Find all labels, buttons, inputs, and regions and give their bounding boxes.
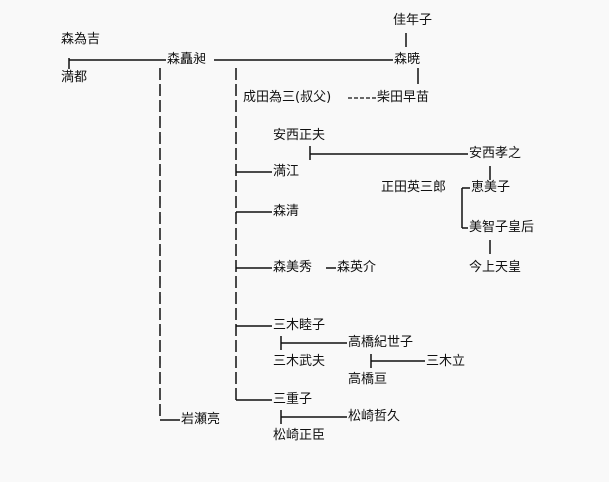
person-mori-akira: 森暁: [393, 52, 422, 68]
person-shibata-sanae: 柴田早苗: [376, 90, 431, 106]
person-kanetoshi: 佳年子: [392, 13, 434, 29]
person-takahashi-wataru: 高橋亘: [347, 372, 389, 388]
person-anzai-takayuki: 安西孝之: [468, 146, 523, 162]
person-miki-mutsuko: 三木睦子: [272, 318, 327, 334]
person-emiko: 恵美子: [470, 180, 512, 196]
person-mitsue: 満江: [272, 164, 301, 180]
person-naritada-tamezo: 成田為三(叔父): [242, 90, 333, 106]
person-mori-yoshihide: 森美秀: [272, 260, 314, 276]
person-shoda-hidesaburo: 正田英三郎: [380, 180, 448, 196]
person-anzai-masao: 安西正夫: [272, 128, 327, 144]
person-takahashi-kiyoko: 高橋紀世子: [347, 335, 415, 351]
person-miki-ritsu: 三木立: [425, 354, 467, 370]
person-mori-eisuke: 森英介: [336, 260, 378, 276]
person-mori-tamekichi: 森為吉: [60, 32, 102, 48]
person-matsuzaki-masaomi: 松崎正臣: [272, 428, 327, 444]
person-michiko-empress: 美智子皇后: [468, 220, 536, 236]
person-mori-tamiji: 森矗昶: [166, 52, 208, 68]
person-kinjo-tenno: 今上天皇: [468, 260, 523, 276]
person-matsuzaki-tetsuhisa: 松崎哲久: [347, 409, 402, 425]
person-mori-kiyoshi: 森清: [272, 204, 301, 220]
person-mieko: 三重子: [272, 392, 314, 408]
person-mitsuto: 満都: [60, 70, 89, 86]
person-iwase-ryo: 岩瀬亮: [180, 412, 222, 428]
person-miki-takeo: 三木武夫: [272, 354, 327, 370]
